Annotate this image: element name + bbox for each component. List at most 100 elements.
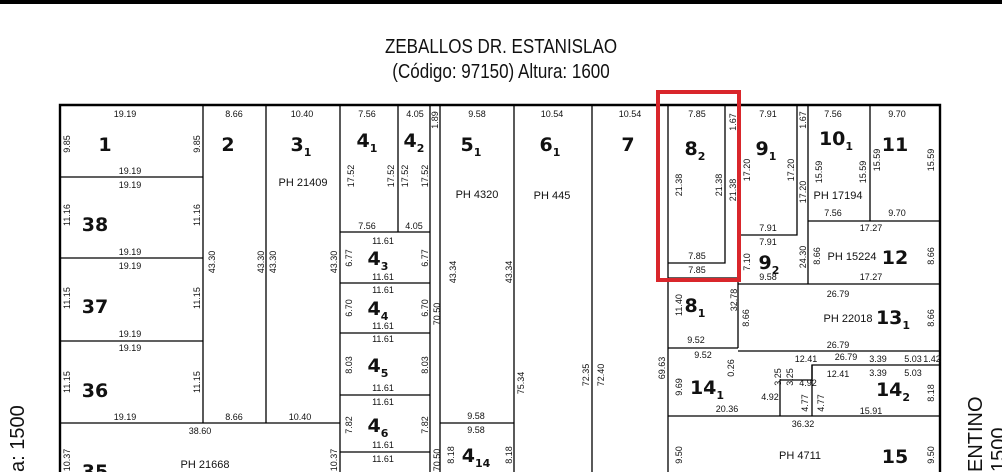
right-street-name: ENTINO [965,396,987,472]
lot-number-subindex: 14 [475,457,491,470]
horizontal-property-label: PH 17194 [814,190,863,202]
dimension-label: 19.19 [114,412,137,422]
dimension-label: 11.61 [372,334,394,344]
lot-number-main: 5 [461,134,474,156]
dimension-label: 8.18 [926,384,936,402]
dimension-label: 8.66 [926,309,936,327]
dimension-label: 4.05 [405,221,423,231]
dimension-label: 0.26 [726,359,736,377]
street-title: ZEBALLOS DR. ESTANISLAO [384,36,618,58]
dimension-label: 7.91 [759,223,777,233]
lot-number: 92 [759,252,780,277]
dimension-label: 1.42 [923,354,941,364]
dimension-label: 7.56 [358,221,376,231]
horizontal-property-label: PH 22018 [824,313,873,325]
dimension-label: 17.52 [420,165,430,188]
block-outline [58,103,942,472]
dimension-label: 69.63 [657,357,667,380]
lot-number: 142 [876,379,910,404]
lot-number-subindex: 2 [772,264,780,277]
dimension-label: 8.66 [225,109,243,119]
dimension-label: 8.66 [741,309,751,327]
lot-number-main: 4 [357,130,370,152]
dimension-label: 36.32 [792,419,815,429]
dimension-label: 8.66 [812,247,822,265]
horizontal-property-label: PH 445 [534,190,571,202]
lot-number: 11 [882,134,908,156]
lot-number-main: 8 [685,295,698,317]
dimension-label: 11.61 [372,285,394,295]
lot-number: 35 [82,461,108,472]
dimension-label: 21.38 [714,174,724,197]
lot-number-subindex: 1 [474,146,482,159]
dimension-label: 15.59 [926,149,936,172]
lot-number: 131 [876,307,910,332]
dimension-label: 17.27 [860,272,883,282]
dimension-label: 24.30 [798,246,808,269]
dimension-label: 19.19 [119,166,142,176]
horizontal-property-label: PH 21409 [279,177,328,189]
dimension-label: 43.30 [256,251,266,274]
lot-number: 82 [685,138,706,163]
lot-number-main: 4 [368,415,381,437]
left-street-height: a: 1500 [7,405,29,472]
lot-number: 46 [368,415,389,440]
dimension-label: 7.85 [688,109,706,119]
lot-number-subindex: 1 [698,307,706,320]
dimension-label: 7.82 [344,416,354,434]
top-border [0,0,1002,4]
dimension-label: 15.91 [860,406,883,416]
dimension-label: 4.05 [406,109,424,119]
lot-number: 38 [82,214,108,236]
dimension-label: 9.58 [759,272,777,282]
lot-number-subindex: 1 [902,319,910,332]
lot-number-subindex: 1 [370,142,378,155]
dimension-label: 17.20 [742,159,752,182]
dimension-label: 7.91 [759,237,777,247]
dimension-label: 11.15 [192,287,202,309]
dimension-label: 4.77 [816,394,826,412]
dimension-label: 21.38 [674,174,684,197]
dimension-label: 17.20 [798,181,808,204]
dimension-label: 12.41 [795,354,818,364]
lot-number-main: 2 [221,134,234,156]
dimension-label: 9.50 [674,446,684,464]
dimension-label: 8.03 [420,356,430,374]
dimension-label: 8.66 [225,412,243,422]
dimension-label: 17.20 [786,159,796,182]
dimension-label: 19.19 [119,261,142,271]
lot-number-main: 11 [882,134,908,156]
dimension-label: 9.69 [674,378,684,396]
dimension-label: 9.52 [687,335,705,345]
dimension-label: 19.19 [114,109,137,119]
lot-number: 41 [357,130,378,155]
dimension-label: 17.52 [400,165,410,188]
lot-number-main: 9 [756,138,769,160]
lot-number-main: 4 [368,298,381,320]
dimension-label: 72.35 [581,364,591,387]
dimension-label: 11.61 [372,440,394,450]
street-code-height: (Código: 97150) Altura: 1600 [392,61,610,83]
dimension-label: 12.41 [827,369,850,379]
lot-number-main: 38 [82,214,108,236]
dimension-label: 32.78 [729,289,739,312]
horizontal-property-label: PH 4711 [779,450,821,462]
horizontal-property-label: PH 4320 [456,189,499,201]
lot-number-main: 14 [876,379,902,401]
right-street-height: 1500 [988,427,1002,472]
lot-number-main: 36 [82,380,108,402]
lot-number: 101 [819,128,853,153]
lot-number-subindex: 2 [417,142,425,155]
lot-number-main: 4 [462,445,475,467]
lot-number: 31 [291,134,312,159]
dimension-label: 43.30 [329,251,339,274]
dimension-label: 11.15 [62,371,72,393]
lot-number: 43 [368,248,389,273]
selected-lot-highlight[interactable] [656,90,741,282]
dimension-label: 3.25 [773,368,783,386]
dimension-label: 26.79 [827,340,850,350]
lot-number: 61 [540,134,561,159]
dimension-label: 11.15 [62,287,72,309]
lot-boundaries [60,105,940,472]
